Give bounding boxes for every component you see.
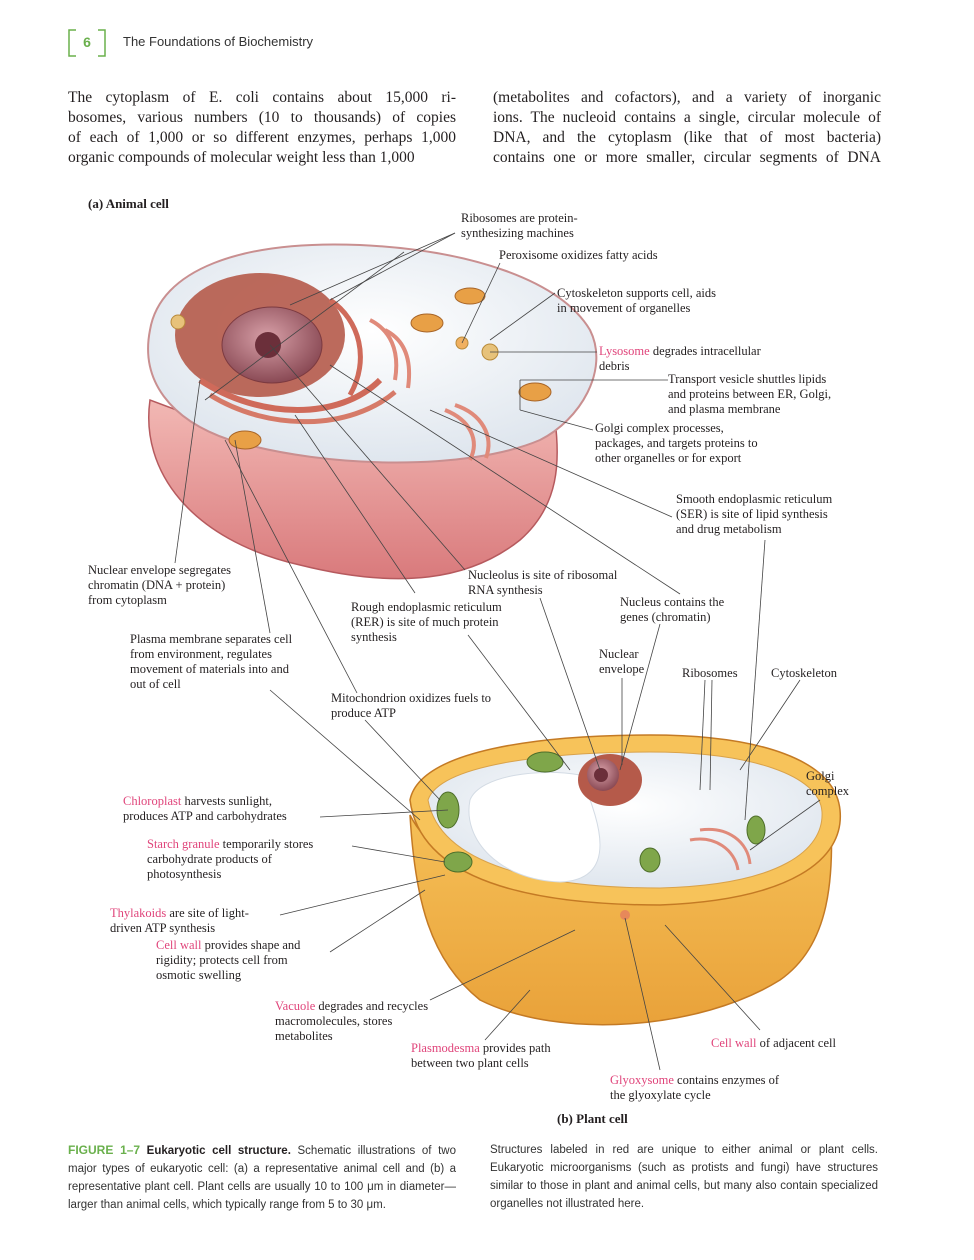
body-line: DNA, and the cytoplasm (like that of mos… <box>493 129 881 146</box>
body-line: organic compounds of molecular weight le… <box>68 149 415 166</box>
label-rer: Rough endoplasmic reticulum(RER) is site… <box>351 600 502 644</box>
page-number: 6 <box>83 34 91 50</box>
body-line: The cytoplasm of E. coli contains about … <box>68 89 456 106</box>
body-line: ions. The nucleoid contains a single, ci… <box>493 109 881 126</box>
label-lysosome: Lysosome degrades intracellular debris <box>599 344 761 373</box>
label-ribosomes-b: Ribosomes <box>682 666 738 680</box>
plant-cell <box>409 734 841 1026</box>
label-starch-granule: Starch granule temporarily stores carboh… <box>147 837 314 881</box>
label-cytoskeleton-b: Cytoskeleton <box>771 666 837 680</box>
label-adjacent-cell-wall: Cell wall of adjacent cell <box>711 1036 836 1050</box>
label-cell-wall: Cell wall provides shape and rigidity; p… <box>156 938 301 982</box>
label-vacuole: Vacuole degrades and recycles macromolec… <box>275 999 429 1043</box>
body-line: contains one or more smaller, circular s… <box>493 149 881 166</box>
label-golgi: Golgi complex processes,packages, and ta… <box>595 421 758 465</box>
panel-a-title: (a) Animal cell <box>88 196 169 211</box>
panel-b-title: (b) Plant cell <box>557 1111 628 1126</box>
body-text-left: The cytoplasm of E. coli contains about … <box>68 88 456 168</box>
label-ser: Smooth endoplasmic reticulum(SER) is sit… <box>676 492 833 536</box>
body-line: of each of 1,000 or so different enzymes… <box>68 129 456 146</box>
label-chloroplast: Chloroplast harvests sunlight, produces … <box>123 794 287 823</box>
page-number-box: 6 <box>68 29 106 57</box>
figure-caption-left: FIGURE 1–7 Eukaryotic cell structure. Sc… <box>68 1143 456 1211</box>
body-text-right: (metabolites and cofactors), and a varie… <box>493 88 881 168</box>
leader-lines <box>174 232 821 1071</box>
body-line: (metabolites and cofactors), and a varie… <box>493 89 881 106</box>
body-line: bosomes, various numbers (10 to thousand… <box>68 109 456 126</box>
label-plasmodesma: Plasmodesma provides path between two pl… <box>411 1041 551 1070</box>
animal-cell <box>147 243 598 580</box>
running-title: The Foundations of Biochemistry <box>123 34 314 49</box>
figure-caption-right: Structures labeled in red are unique to … <box>490 1144 878 1210</box>
label-thylakoids: Thylakoids are site of light- driven ATP… <box>110 906 249 935</box>
label-glyoxysome: Glyoxysome contains enzymes of the glyox… <box>610 1073 780 1102</box>
bracket-icon <box>68 29 106 57</box>
label-peroxisome: Peroxisome oxidizes fatty acids <box>499 248 658 262</box>
label-ribosomes: Ribosomes are protein-synthesizing machi… <box>461 211 578 240</box>
